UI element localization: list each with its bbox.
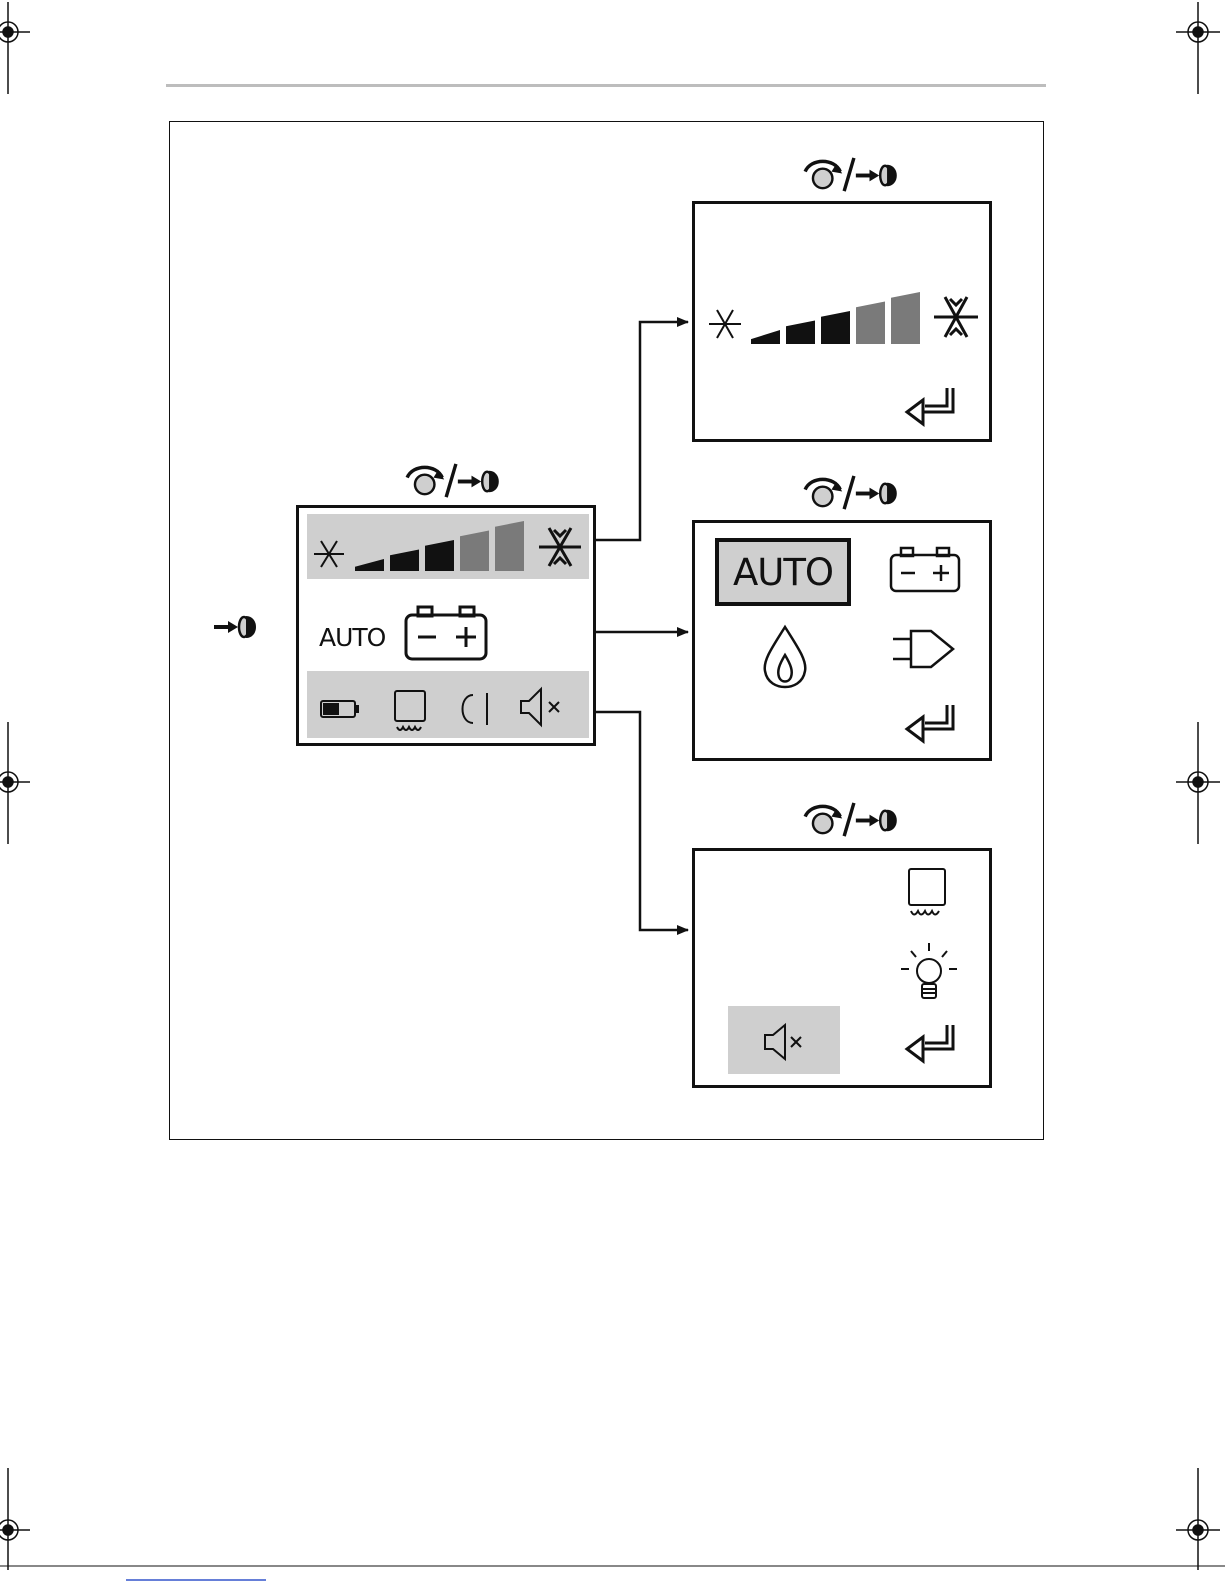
gas-flame-icon[interactable] xyxy=(761,625,809,689)
rotate-press-knob-icon xyxy=(805,158,896,191)
snowflake-small-icon xyxy=(709,310,741,338)
cooling-row xyxy=(307,514,589,579)
freezer-compartment-icon xyxy=(395,691,425,730)
cooling-level-bar xyxy=(355,559,384,571)
return-arrow-icon xyxy=(907,388,953,424)
auto-mode-option[interactable]: AUTO xyxy=(715,538,851,606)
cooling-level-bar xyxy=(460,531,489,572)
freezer-compartment-icon[interactable] xyxy=(907,867,951,921)
cooling-level-bar xyxy=(821,311,850,344)
auto-mode-label[interactable]: AUTO xyxy=(319,623,385,652)
cooling-level-bar xyxy=(751,330,780,344)
cooling-level-bar xyxy=(495,521,524,571)
snowflake-large-icon xyxy=(934,297,978,337)
cooling-level-bars xyxy=(751,292,920,344)
cooling-level-content xyxy=(695,204,989,439)
cooling-level-bar xyxy=(786,321,815,345)
battery-mode-icon[interactable] xyxy=(889,547,963,593)
cooling-level-bar xyxy=(425,540,454,571)
rotate-press-knob-icon xyxy=(805,476,896,509)
battery-mode-icon[interactable] xyxy=(404,605,490,663)
rotate-press-knob-icon xyxy=(805,803,896,836)
rotate-press-knob-icon xyxy=(407,464,498,497)
auto-mode-label: AUTO xyxy=(733,551,833,594)
speaker-mute-icon xyxy=(521,689,559,725)
main-menu-panel: AUTO xyxy=(296,505,596,746)
battery-level-icon xyxy=(321,701,359,717)
cooling-level-bar xyxy=(390,550,419,572)
cooling-level-panel xyxy=(692,201,992,442)
cooling-level-bar xyxy=(891,292,920,344)
press-knob-icon xyxy=(214,617,255,637)
return-arrow-icon[interactable] xyxy=(905,1023,965,1065)
door-open-icon xyxy=(463,693,488,725)
speaker-mute-icon xyxy=(763,1023,813,1063)
return-arrow-icon[interactable] xyxy=(905,703,965,745)
energy-mode-panel: AUTO xyxy=(692,520,992,761)
settings-panel xyxy=(692,848,992,1088)
settings-row xyxy=(307,671,589,738)
cooling-level-bar xyxy=(856,302,885,345)
snowflake-large-icon xyxy=(539,528,581,566)
snowflake-small-icon xyxy=(314,541,344,567)
mains-plug-icon[interactable] xyxy=(891,625,959,675)
light-bulb-icon[interactable] xyxy=(897,941,961,1007)
cooling-level-bars xyxy=(355,521,524,571)
